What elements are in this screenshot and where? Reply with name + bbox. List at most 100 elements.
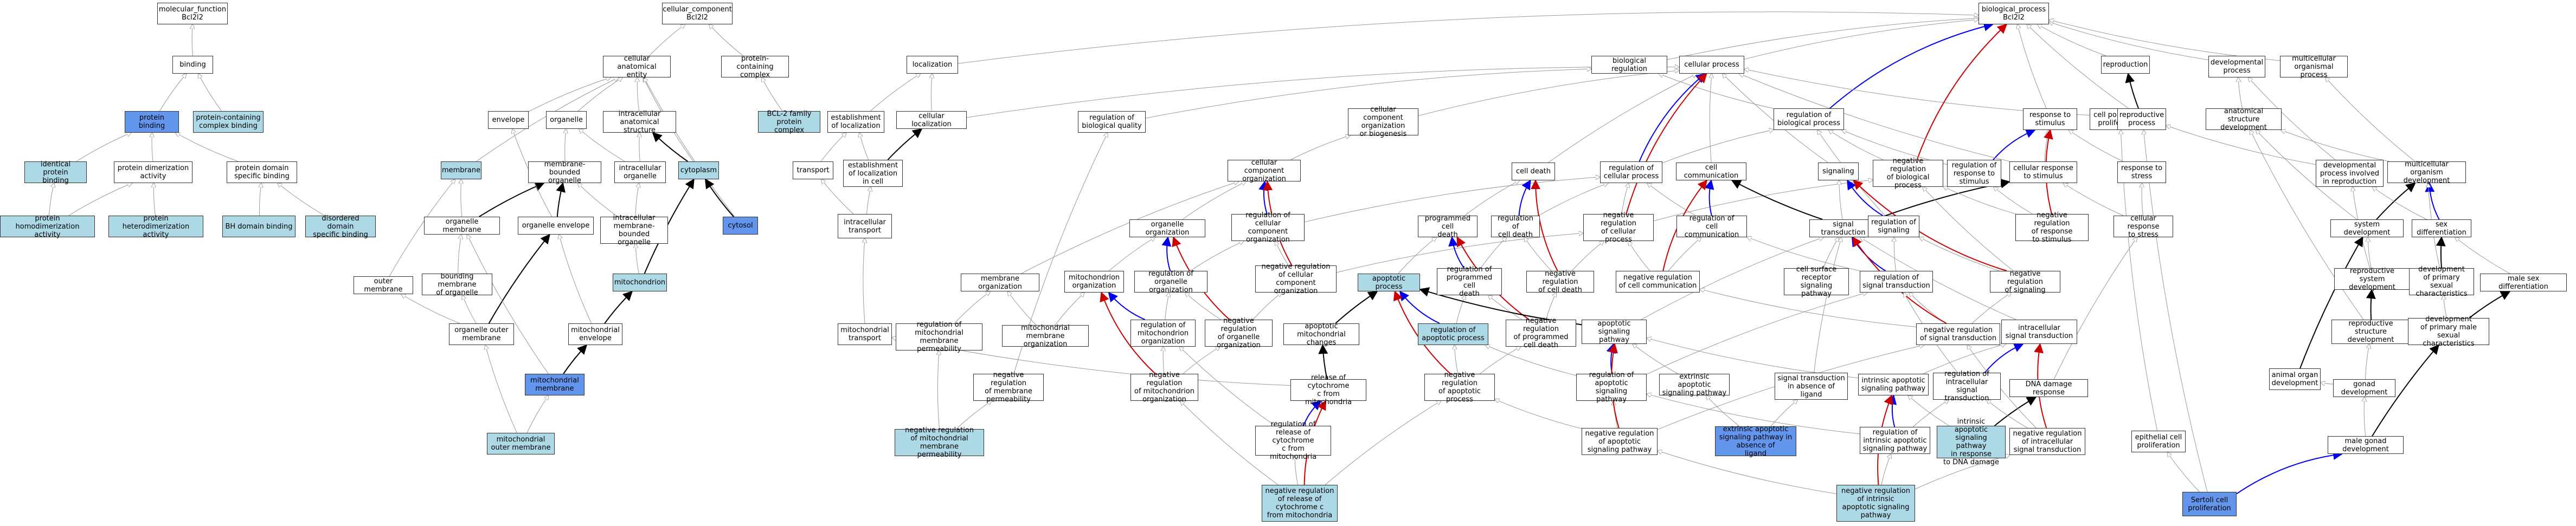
go-term-cc-organization[interactable]: cellular component organization: [1228, 159, 1301, 183]
go-term-neg-reg-intracellular-signal[interactable]: negative regulation of intracellular sig…: [2009, 428, 2085, 455]
go-term-system-development[interactable]: system development: [2330, 219, 2404, 237]
go-term-reg-intracellular-signal[interactable]: regulation of intracellular signal trans…: [1933, 370, 2001, 402]
go-term-multicellular-org-dev[interactable]: multicellular organism development: [2387, 160, 2466, 185]
go-term-reg-organelle-organization[interactable]: regulation of organelle organization: [1134, 270, 1207, 294]
go-term-intra-mbo[interactable]: intracellular membrane-bounded organelle: [600, 214, 668, 246]
go-term-mito-envelope[interactable]: mitochondrial envelope: [568, 323, 622, 345]
go-term-disordered-domain[interactable]: disordered domain specific binding: [305, 215, 376, 239]
go-term-cellular-process[interactable]: cellular process: [1679, 56, 1744, 74]
go-term-intrinsic-apoptotic[interactable]: intrinsic apoptotic signaling pathway: [1858, 374, 1929, 395]
go-term-reg-cellular-process[interactable]: regulation of cellular process: [1600, 161, 1662, 183]
go-term-pc-complex[interactable]: protein-containing complex: [721, 55, 789, 79]
go-term-intracellular-org[interactable]: intracellular organelle: [614, 161, 666, 183]
go-term-neg-reg-response-stimulus[interactable]: negative regulation of response to stimu…: [2015, 211, 2089, 244]
go-term-protein-binding[interactable]: protein binding: [125, 111, 179, 133]
go-term-apoptotic-process[interactable]: apoptotic process: [1358, 274, 1420, 291]
go-term-cell-surface-receptor[interactable]: cell surface receptor signaling pathway: [1784, 265, 1849, 298]
go-term-bounding-membrane[interactable]: bounding membrane of organelle: [422, 272, 492, 297]
go-term-cellular-response-stimulus[interactable]: cellular response to stimulus: [2009, 161, 2077, 183]
go-term-neg-reg-cell-death[interactable]: negative regulation of cell death: [1526, 270, 1594, 294]
go-term-bh-domain[interactable]: BH domain binding: [222, 216, 295, 237]
go-term-biological-regulation[interactable]: biological regulation: [1591, 56, 1667, 74]
go-term-epithelial-prolif[interactable]: epithelial cell proliferation: [2131, 431, 2186, 452]
go-term-neg-reg-signaling[interactable]: negative regulation of signaling: [1990, 270, 2060, 294]
go-term-reg-apoptotic-process[interactable]: regulation of apoptotic process: [1418, 323, 1488, 345]
go-term-gonad-development[interactable]: gonad development: [2333, 379, 2395, 397]
go-term-apoptotic-signaling[interactable]: apoptotic signaling pathway: [1582, 320, 1647, 344]
go-term-developmental-process[interactable]: developmental process: [2208, 56, 2265, 77]
go-term-localization[interactable]: localization: [907, 56, 958, 74]
go-term-organelle-membrane[interactable]: organelle membrane: [424, 217, 500, 235]
go-term-org-outer-membrane[interactable]: organelle outer membrane: [449, 323, 514, 345]
go-term-male-gonad-dev[interactable]: male gonad development: [2328, 436, 2404, 454]
go-term-neg-reg-mito-organization[interactable]: negative regulation of mitochondrion org…: [1130, 371, 1198, 404]
go-term-cell-communication[interactable]: cell communication: [1676, 163, 1746, 180]
go-term-reg-apoptotic-signaling[interactable]: regulation of apoptotic signaling pathwa…: [1576, 371, 1647, 404]
go-term-reproductive-system-dev[interactable]: reproductive system development: [2334, 267, 2410, 291]
go-term-release-cyt-c[interactable]: release of cytochrome c from mitochondri…: [1290, 374, 1366, 406]
go-term-mito-transport[interactable]: mitochondrial transport: [838, 323, 892, 345]
go-term-neg-reg-apoptotic-signaling[interactable]: negative regulation of apoptotic signali…: [1582, 428, 1658, 455]
go-term-cytosol[interactable]: cytosol: [723, 217, 758, 235]
go-term-membrane[interactable]: membrane: [441, 161, 481, 179]
go-term-cellular-response-stress[interactable]: cellular response to stress: [2114, 215, 2173, 239]
go-term-reg-cell-death[interactable]: regulation of cell death: [1491, 215, 1540, 239]
go-term-organelle-organization[interactable]: organelle organization: [1129, 219, 1205, 237]
go-term-multicellular-op[interactable]: multicellular organismal process: [2280, 55, 2348, 79]
go-term-reg-biological-quality[interactable]: regulation of biological quality: [1078, 111, 1146, 133]
go-term-neg-reg-cc-organization[interactable]: negative regulation of cellular componen…: [1255, 263, 1337, 295]
go-term-reg-release-cyt-c[interactable]: regulation of release of cytochrome c fr…: [1255, 420, 1331, 461]
go-term-male-sex-differentiation[interactable]: male sex differentiation: [2480, 274, 2567, 291]
go-term-reg-intrinsic-apoptotic[interactable]: regulation of intrinsic apoptotic signal…: [1860, 427, 1930, 454]
go-term-response-to-stimulus[interactable]: response to stimulus: [2023, 108, 2077, 130]
go-term-reg-signal-transduction[interactable]: regulation of signal transduction: [1860, 271, 1933, 293]
go-term-apoptotic-mito-changes[interactable]: apoptotic mitochondrial changes: [1283, 322, 1359, 347]
go-term-cc-org-biogenesis[interactable]: cellular component organization or bioge…: [1348, 106, 1418, 138]
go-term-dev-primary-male[interactable]: development of primary male sexual chara…: [2408, 315, 2489, 348]
go-term-sertoli-prolif[interactable]: Sertoli cell proliferation: [2182, 492, 2237, 516]
go-term-dna-damage-response[interactable]: DNA damage response: [2009, 379, 2088, 397]
go-term-cytoplasm[interactable]: cytoplasm: [678, 161, 719, 179]
go-term-establishment-loc[interactable]: establishment of localization: [827, 111, 884, 133]
go-term-dev-primary-sexual[interactable]: development of primary sexual characteri…: [2409, 265, 2474, 298]
go-term-cell-death[interactable]: cell death: [1512, 163, 1555, 180]
go-term-neg-reg-mito-membrane-perm[interactable]: negative regulation of mitochondrial mem…: [895, 426, 984, 459]
go-term-cc[interactable]: cellular_component Bcl2l2: [662, 3, 733, 24]
go-term-neg-reg-apoptotic-process[interactable]: negative regulation of apoptotic process: [1424, 371, 1495, 404]
go-term-signal-trans-absence[interactable]: signal transduction in absence of ligand: [1775, 373, 1848, 400]
go-term-dev-process-reproduction[interactable]: developmental process involved in reprod…: [2316, 160, 2384, 187]
go-term-programmed-cell-death[interactable]: programmed cell death: [1418, 215, 1477, 239]
go-term-extrinsic-apoptotic[interactable]: extrinsic apoptotic signaling pathway: [1659, 373, 1730, 397]
go-term-neg-reg-cellular-process[interactable]: negative regulation of cellular process: [1583, 211, 1654, 244]
go-term-neg-reg-biological-process[interactable]: negative regulation of biological proces…: [1873, 157, 1943, 190]
go-term-neg-reg-intrinsic-apoptotic[interactable]: negative regulation of intrinsic apoptot…: [1836, 485, 1915, 522]
go-term-protein-domain-sb[interactable]: protein domain specific binding: [227, 161, 297, 183]
go-term-reg-cc-organization[interactable]: regulation of cellular component organiz…: [1231, 211, 1305, 244]
go-term-organelle-envelope[interactable]: organelle envelope: [518, 217, 594, 235]
go-term-pc-complex-binding[interactable]: protein-containing complex binding: [193, 111, 264, 133]
go-term-bcl2-complex[interactable]: BCL-2 family protein complex: [758, 110, 820, 134]
go-term-reproductive-process[interactable]: reproductive process: [2117, 108, 2166, 130]
go-term-cae[interactable]: cellular anatomical entity: [603, 55, 671, 79]
go-term-membrane-organization[interactable]: membrane organization: [961, 274, 1039, 291]
go-term-mbo[interactable]: membrane-bounded organelle: [528, 160, 601, 185]
go-term-organelle[interactable]: organelle: [546, 111, 587, 129]
go-term-heterodimerization[interactable]: protein heterodimerization activity: [108, 215, 203, 239]
go-term-signal-transduction[interactable]: signal transduction: [1809, 219, 1877, 237]
go-term-reg-mito-organization[interactable]: regulation of mitochondrion organization: [1130, 320, 1196, 347]
go-term-neg-reg-programmed-cd[interactable]: negative regulation of programmed cell d…: [1506, 317, 1576, 349]
go-term-reg-signaling[interactable]: regulation of signaling: [1868, 216, 1919, 237]
go-term-neg-reg-membrane-perm[interactable]: negative regulation of membrane permeabi…: [973, 371, 1044, 404]
go-term-cellular-localization[interactable]: cellular localization: [896, 111, 967, 129]
go-term-signaling[interactable]: signaling: [1818, 163, 1859, 180]
go-term-establishment-loc-cell[interactable]: establishment of localization in cell: [843, 160, 903, 187]
go-term-mito-membrane[interactable]: mitochondrial membrane: [525, 374, 584, 395]
go-term-reg-cell-communication[interactable]: regulation of cell communication: [1676, 215, 1747, 239]
go-term-reproduction[interactable]: reproduction: [2101, 56, 2150, 74]
go-term-sex-differentiation[interactable]: sex differentiation: [2412, 219, 2471, 237]
go-term-envelope[interactable]: envelope: [488, 111, 529, 129]
go-term-mito-membrane-org[interactable]: mitochondrial membrane organization: [1002, 324, 1089, 348]
go-term-intracellular-transport[interactable]: intracellular transport: [838, 214, 892, 238]
go-term-homodimerization[interactable]: protein homodimerization activity: [0, 215, 95, 239]
go-term-protein-dimerization[interactable]: protein dimerization activity: [114, 161, 192, 183]
